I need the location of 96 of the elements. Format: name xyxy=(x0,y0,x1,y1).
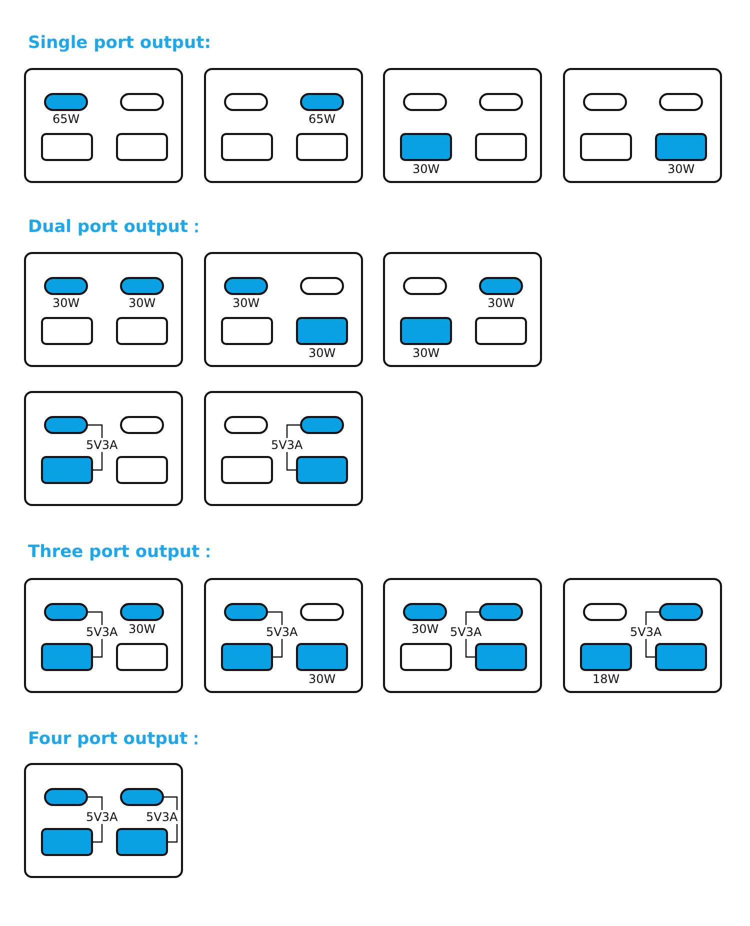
usb-a-port xyxy=(580,133,632,161)
wattage-label: 30W xyxy=(128,622,156,636)
usb-c-port xyxy=(224,416,268,434)
edge-label: 5V3A xyxy=(629,625,663,639)
usb-c-port xyxy=(44,788,88,806)
usb-c-port xyxy=(300,416,344,434)
wattage-label: 30W xyxy=(412,346,440,360)
usb-a-port xyxy=(41,456,93,484)
usb-c-port xyxy=(479,603,523,621)
usb-c-port xyxy=(583,93,627,111)
wattage-label: 30W xyxy=(52,296,80,310)
wattage-label: 30W xyxy=(412,622,439,636)
section-heading: Dual port output： xyxy=(28,217,206,237)
usb-a-port xyxy=(221,317,273,345)
usb-c-port xyxy=(403,93,447,111)
usb-a-port xyxy=(116,456,168,484)
usb-c-port xyxy=(120,277,164,295)
wattage-label: 30W xyxy=(488,296,515,310)
usb-a-port xyxy=(296,317,348,345)
wattage-label: 30W xyxy=(308,346,336,360)
usb-a-port xyxy=(41,828,93,856)
edge-label: 5V3A xyxy=(145,810,179,824)
usb-a-port xyxy=(655,643,707,671)
usb-c-port xyxy=(479,277,523,295)
usb-c-port xyxy=(224,277,268,295)
usb-a-port xyxy=(400,643,452,671)
edge-label: 5V3A xyxy=(85,625,119,639)
usb-c-port xyxy=(120,93,164,111)
usb-c-port xyxy=(479,93,523,111)
edge-label: 5V3A xyxy=(85,810,119,824)
charger-panel xyxy=(24,578,183,693)
usb-c-port xyxy=(120,603,164,621)
wattage-label: 30W xyxy=(668,162,695,176)
usb-a-port xyxy=(475,643,527,671)
charger-panel xyxy=(383,578,542,693)
charger-panel xyxy=(24,763,183,878)
usb-a-port xyxy=(296,643,348,671)
charger-panel xyxy=(204,391,363,506)
usb-a-port xyxy=(400,317,452,345)
usb-c-port xyxy=(224,93,268,111)
charger-panel xyxy=(563,68,722,183)
charger-panel xyxy=(204,252,363,367)
usb-a-port xyxy=(41,133,93,161)
charger-panel xyxy=(24,391,183,506)
usb-a-port xyxy=(221,456,273,484)
usb-a-port xyxy=(296,456,348,484)
section-heading: Four port output： xyxy=(28,729,205,749)
charger-panel xyxy=(563,578,722,693)
usb-a-port xyxy=(296,133,348,161)
usb-c-port xyxy=(403,277,447,295)
usb-c-port xyxy=(44,603,88,621)
usb-a-port xyxy=(41,317,93,345)
usb-c-port xyxy=(583,603,627,621)
section-heading: Three port output： xyxy=(28,542,217,562)
charger-panel xyxy=(383,252,542,367)
usb-a-port xyxy=(400,133,452,161)
usb-c-port xyxy=(659,603,703,621)
usb-c-port xyxy=(300,603,344,621)
usb-c-port xyxy=(44,93,88,111)
edge-label: 5V3A xyxy=(265,625,299,639)
edge-label: 5V3A xyxy=(449,625,483,639)
usb-c-port xyxy=(403,603,447,621)
usb-a-port xyxy=(221,133,273,161)
charger-panel xyxy=(204,578,363,693)
usb-c-port xyxy=(120,416,164,434)
wattage-label: 65W xyxy=(308,112,336,126)
usb-c-port xyxy=(120,788,164,806)
usb-c-port xyxy=(224,603,268,621)
usb-c-port xyxy=(300,93,344,111)
charger-panel xyxy=(204,68,363,183)
usb-a-port xyxy=(475,317,527,345)
wattage-label: 30W xyxy=(412,162,440,176)
usb-c-port xyxy=(44,277,88,295)
wattage-label: 30W xyxy=(232,296,260,310)
usb-a-port xyxy=(580,643,632,671)
usb-c-port xyxy=(44,416,88,434)
wattage-label: 30W xyxy=(308,672,336,686)
usb-a-port xyxy=(116,828,168,856)
usb-c-port xyxy=(659,93,703,111)
usb-a-port xyxy=(116,317,168,345)
charger-panel xyxy=(24,252,183,367)
edge-label: 5V3A xyxy=(270,438,304,452)
section-heading: Single port output: xyxy=(28,33,211,53)
wattage-label: 65W xyxy=(52,112,80,126)
edge-label: 5V3A xyxy=(85,438,119,452)
usb-a-port xyxy=(41,643,93,671)
usb-a-port xyxy=(221,643,273,671)
usb-a-port xyxy=(655,133,707,161)
usb-a-port xyxy=(475,133,527,161)
charger-panel xyxy=(383,68,542,183)
wattage-label: 30W xyxy=(128,296,156,310)
usb-c-port xyxy=(300,277,344,295)
usb-a-port xyxy=(116,133,168,161)
usb-a-port xyxy=(116,643,168,671)
charger-panel xyxy=(24,68,183,183)
wattage-label: 18W xyxy=(592,672,620,686)
